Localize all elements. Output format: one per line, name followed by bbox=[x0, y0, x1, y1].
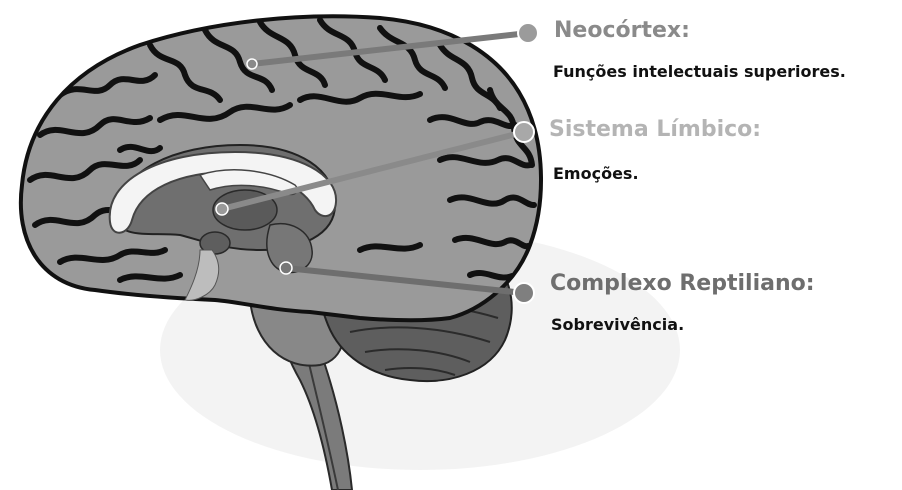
limbic-title: Sistema Límbico: bbox=[549, 119, 761, 141]
limbic-description: Emoções. bbox=[553, 166, 639, 182]
neocortex-title: Neocórtex: bbox=[554, 20, 690, 42]
limbic-pointer-dot bbox=[514, 122, 534, 142]
neocortex-description: Funções intelectuais superiores. bbox=[553, 64, 846, 80]
reptilian-pointer-end bbox=[280, 262, 292, 274]
reptilian-title: Complexo Reptiliano: bbox=[550, 273, 815, 295]
neocortex-pointer-end bbox=[247, 59, 257, 69]
reptilian-description: Sobrevivência. bbox=[551, 317, 684, 333]
neocortex-pointer-dot bbox=[518, 23, 538, 43]
limbic-pointer-end bbox=[216, 203, 228, 215]
reptilian-pointer-dot bbox=[514, 283, 534, 303]
